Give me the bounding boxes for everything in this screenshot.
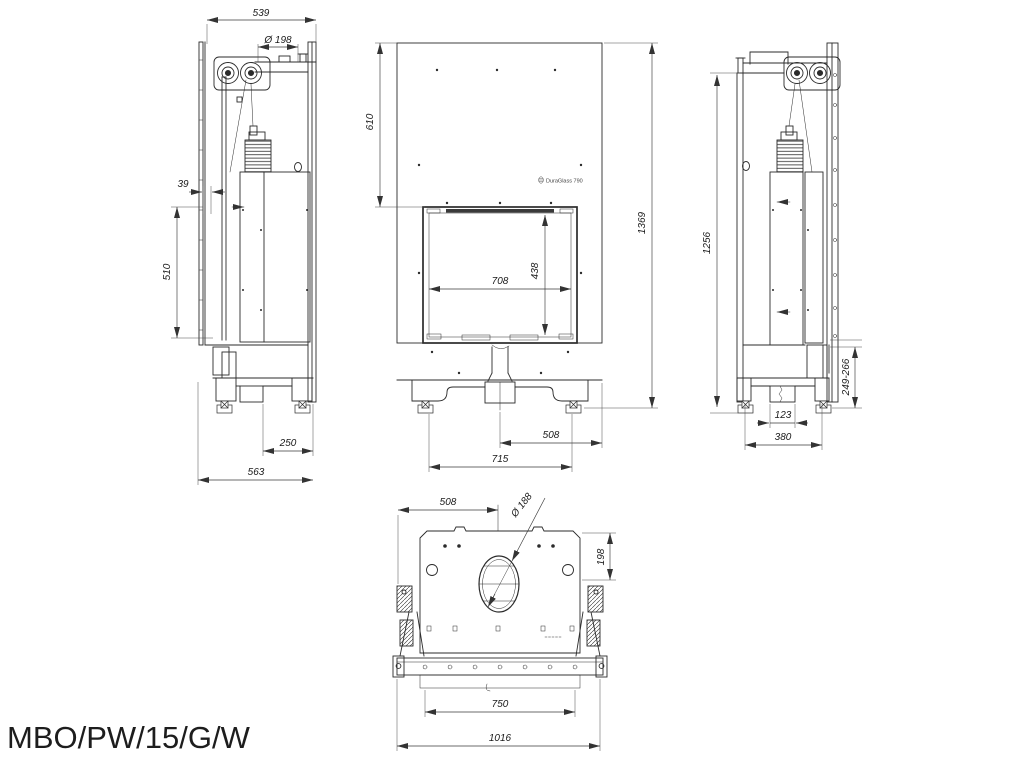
lift-cable xyxy=(250,83,254,127)
firebox-side xyxy=(239,171,311,343)
dimension-label: 39 xyxy=(177,179,189,190)
dimension-label: 123 xyxy=(775,410,792,421)
handle-curve xyxy=(491,344,510,349)
hook-detail xyxy=(485,683,491,692)
dimension-label: 508 xyxy=(543,430,560,441)
dimension-label: 508 xyxy=(440,497,457,508)
adjustable-foot xyxy=(294,400,311,414)
right-side-view: 1256 249-266 123 380 xyxy=(702,42,862,450)
air-stub xyxy=(299,53,307,63)
brand-logo: DuraGlass 790 xyxy=(538,176,583,185)
dimension-label: 438 xyxy=(530,262,541,279)
dimension-label: 380 xyxy=(775,432,792,443)
top-fitting xyxy=(278,55,291,63)
dimension-label: 198 xyxy=(596,548,607,565)
front-view: DuraGlass 790 610 1369 708 438 508 715 xyxy=(365,42,658,472)
dimension-label: 715 xyxy=(492,454,509,465)
lift-cable xyxy=(788,83,796,127)
adjustable-bracket xyxy=(806,344,828,379)
pedestal-leg xyxy=(736,377,752,402)
top-view: 508 Ø 188 198 750 1016 xyxy=(392,491,616,751)
right-back-plate xyxy=(826,42,839,403)
dimension-label: 249-266 xyxy=(841,358,852,396)
dimension-label: 250 xyxy=(279,438,297,449)
pedestal-leg xyxy=(215,377,237,402)
side-hole xyxy=(742,161,750,171)
top-duct xyxy=(749,51,789,65)
dimension-label: 1016 xyxy=(489,733,512,744)
top-body xyxy=(419,526,581,654)
dimension-label: 610 xyxy=(365,113,376,130)
glass-edge xyxy=(419,674,581,689)
firebox-side xyxy=(769,171,804,346)
dimension-label: 1256 xyxy=(702,231,713,254)
flue-outlet xyxy=(478,555,520,613)
dimension-label: 708 xyxy=(492,276,509,287)
adjustable-foot xyxy=(815,400,832,414)
adjustable-foot xyxy=(216,400,233,414)
right-front-plate xyxy=(736,72,744,403)
left-back-plate xyxy=(198,41,204,346)
adjustable-foot xyxy=(417,400,434,414)
dimension-label: 750 xyxy=(492,699,509,710)
pulley-assembly xyxy=(213,56,271,91)
dimension-label: 510 xyxy=(162,263,173,280)
adjustable-foot xyxy=(565,400,582,414)
adjustable-foot xyxy=(737,400,754,414)
dimension-label: 563 xyxy=(248,467,265,478)
front-frame-strip xyxy=(392,655,608,678)
side-hole xyxy=(294,162,302,172)
mounting-bracket-right xyxy=(586,585,604,647)
model-title: MBO/PW/15/G/W xyxy=(7,720,251,755)
mounting-bracket-left xyxy=(396,585,414,647)
counterweight xyxy=(776,131,804,173)
dimension-label: Ø 188 xyxy=(509,491,535,520)
left-side-view: 539 Ø 198 39 510 250 563 xyxy=(162,8,317,485)
logo-text: DuraGlass 790 xyxy=(546,179,583,185)
pulley-assembly xyxy=(783,56,841,91)
dimension-label: Ø 198 xyxy=(263,35,292,46)
glass-frame xyxy=(422,206,578,344)
counterweight xyxy=(244,131,272,173)
dimension-label: 1369 xyxy=(637,211,648,234)
pedestal-leg xyxy=(291,377,313,402)
dimension-label: 539 xyxy=(253,8,270,19)
